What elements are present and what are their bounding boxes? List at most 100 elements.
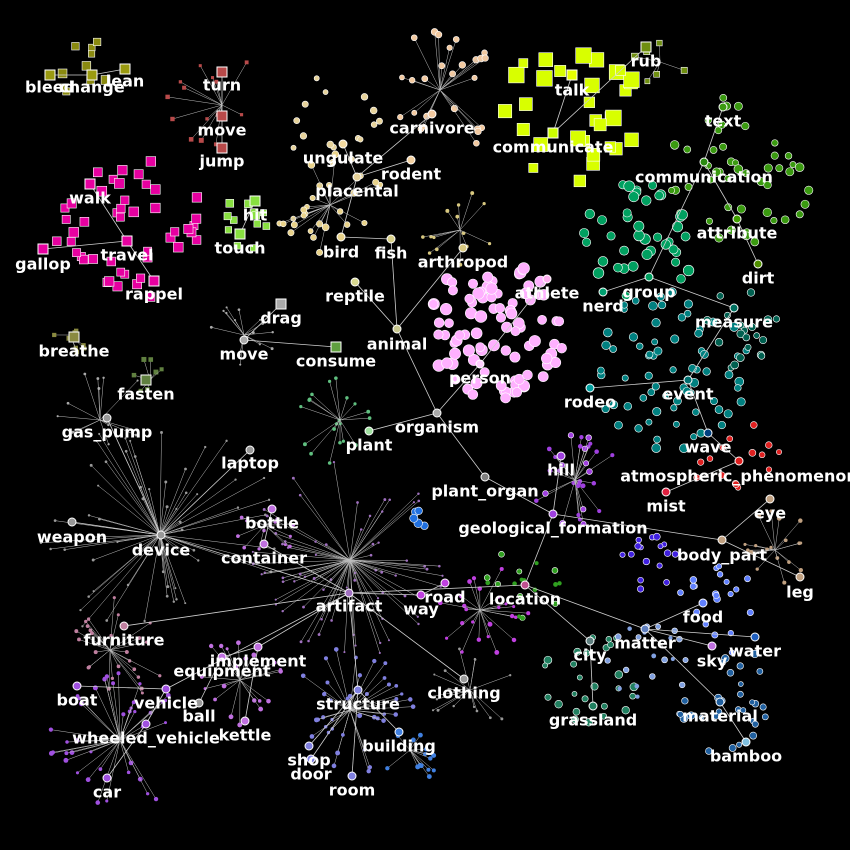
leaf-node	[588, 441, 593, 446]
leaf-node	[783, 538, 788, 543]
leaf-edge	[125, 438, 161, 536]
leaf-edge	[339, 419, 356, 446]
leaf-node	[694, 329, 703, 338]
leaf-node	[607, 641, 614, 649]
leaf-edge	[306, 204, 331, 208]
leaf-edge	[87, 739, 121, 780]
leaf-node	[431, 709, 435, 712]
leaf-node	[225, 439, 228, 443]
leaf-node	[92, 167, 103, 178]
edge-wave-atmospheric	[707, 432, 740, 462]
node-dirt	[753, 259, 763, 269]
leaf-node	[653, 71, 660, 78]
leaf-edge	[119, 739, 148, 794]
leaf-node	[245, 519, 249, 523]
leaf-node	[428, 299, 439, 309]
leaf-node	[677, 711, 684, 718]
leaf-node	[63, 757, 69, 763]
edge-attribute-dirt	[736, 218, 759, 265]
leaf-edge	[294, 559, 351, 582]
leaf-node	[165, 505, 169, 509]
leaf-node	[259, 318, 262, 321]
leaf-node	[237, 722, 243, 728]
leaf-node	[87, 595, 90, 598]
leaf-node	[537, 371, 549, 382]
leaf-node	[671, 257, 681, 267]
leaf-node	[670, 334, 680, 344]
node-label-grassland: grassland	[549, 711, 637, 730]
leaf-node	[500, 392, 511, 404]
edge-geological-location	[524, 513, 554, 586]
edge-fish-animal	[390, 238, 398, 330]
leaf-node	[682, 657, 689, 664]
leaf-node	[104, 460, 108, 464]
leaf-node	[260, 573, 263, 576]
leaf-node	[728, 744, 737, 752]
leaf-node	[143, 246, 152, 256]
leaf-node	[299, 404, 303, 409]
leaf-node	[262, 528, 266, 533]
leaf-node	[157, 553, 161, 557]
edge-matter-location	[524, 584, 646, 630]
leaf-edge	[461, 609, 481, 653]
leaf-node	[333, 647, 339, 652]
leaf-edge	[65, 739, 121, 761]
edge-laptop-device	[160, 449, 251, 536]
leaf-node	[609, 400, 619, 410]
leaf-node	[528, 162, 539, 173]
leaf-edge	[119, 739, 129, 773]
node-label-touch: touch	[215, 239, 266, 258]
leaf-edge	[180, 81, 223, 106]
edge-atmospheric-mist	[665, 460, 740, 493]
leaf-node	[150, 184, 161, 195]
node-clothing	[459, 674, 469, 684]
leaf-edge	[315, 541, 351, 561]
leaf-edge	[72, 419, 101, 433]
leaf-edge	[414, 37, 441, 91]
leaf-node	[692, 408, 700, 416]
leaf-edge	[310, 419, 341, 454]
leaf-node	[345, 586, 348, 589]
node-label-structure: structure	[316, 695, 400, 714]
leaf-node	[378, 651, 381, 655]
leaf-node	[290, 144, 297, 151]
leaf-edge	[349, 698, 397, 711]
leaf-edge	[159, 534, 186, 604]
leaf-node	[763, 163, 773, 173]
leaf-node	[170, 227, 180, 237]
leaf-edge	[97, 378, 101, 421]
node-label-implement: implement	[210, 652, 307, 671]
leaf-edge	[66, 739, 121, 754]
leaf-node	[89, 631, 94, 636]
leaf-edge	[293, 478, 351, 561]
leaf-node	[534, 498, 539, 503]
node-lean	[119, 63, 131, 75]
edge-group-nerd	[602, 276, 650, 293]
leaf-edge	[409, 749, 418, 767]
leaf-node	[198, 137, 204, 143]
leaf-edge	[67, 403, 101, 421]
node-ungulate	[338, 139, 348, 149]
node-move-n	[239, 335, 249, 345]
leaf-node	[433, 673, 436, 676]
leaf-node	[669, 140, 680, 150]
leaf-node	[307, 397, 312, 402]
node-label-door: door	[290, 765, 331, 784]
leaf-edge	[329, 204, 348, 225]
leaf-node	[794, 162, 805, 172]
leaf-node	[604, 657, 611, 664]
leaf-node	[467, 579, 472, 584]
leaf-node	[127, 659, 132, 663]
leaf-edge	[304, 419, 341, 445]
leaf-node	[381, 718, 386, 723]
node-building	[394, 727, 404, 737]
leaf-node	[742, 169, 750, 178]
edge-way-artifact	[348, 592, 422, 596]
leaf-edge	[99, 419, 109, 445]
leaf-node	[394, 574, 397, 577]
leaf-edge	[774, 549, 785, 583]
leaf-edge	[159, 494, 198, 536]
leaf-node	[765, 547, 769, 552]
leaf-edge	[349, 502, 415, 561]
leaf-node	[547, 468, 553, 474]
